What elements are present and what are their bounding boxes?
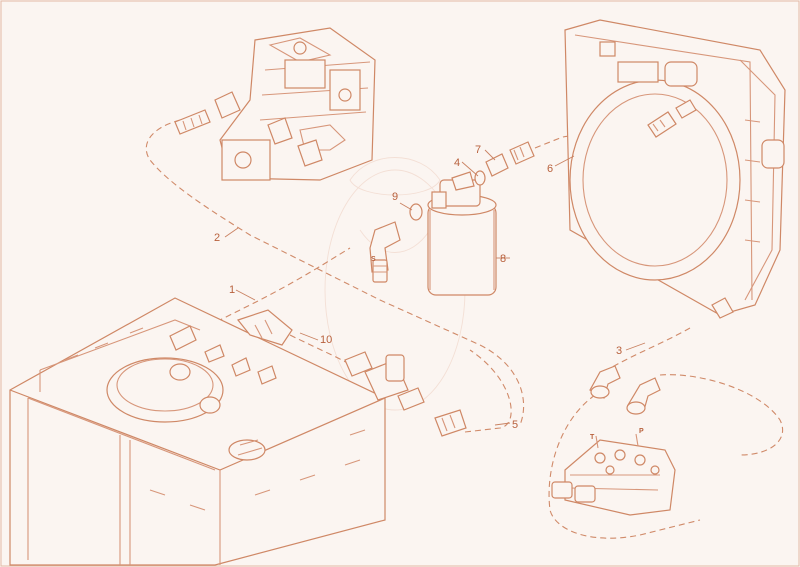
elbow-fitting bbox=[369, 221, 401, 283]
hose-end-fittings bbox=[236, 309, 293, 346]
leader-lines bbox=[224, 149, 646, 426]
callout-1: 1 bbox=[229, 284, 235, 296]
control-valve bbox=[551, 433, 676, 516]
return-filter bbox=[427, 171, 497, 296]
callout-3: 3 bbox=[616, 345, 622, 357]
tee-fitting bbox=[344, 351, 467, 437]
hose-10 bbox=[289, 334, 356, 369]
callout-2: 2 bbox=[214, 232, 220, 244]
callout-9: 9 bbox=[392, 191, 398, 203]
filter-adapter bbox=[485, 141, 535, 177]
port-labels: S T P bbox=[371, 256, 644, 441]
callout-5: 5 bbox=[512, 419, 518, 431]
oil-cooler-radiator bbox=[564, 19, 786, 319]
callout-4: 4 bbox=[454, 157, 460, 169]
port-label-t: T bbox=[590, 434, 595, 441]
port-label-s: S bbox=[371, 256, 376, 263]
callout-7: 7 bbox=[475, 144, 481, 156]
callout-10: 10 bbox=[320, 334, 332, 346]
callout-labels: 1 2 3 4 5 6 7 8 9 10 bbox=[214, 144, 622, 431]
hydraulic-tank bbox=[9, 297, 386, 566]
callout-8: 8 bbox=[500, 253, 506, 265]
hose-2 bbox=[145, 119, 525, 426]
hose-5 bbox=[464, 349, 512, 433]
port-label-p: P bbox=[639, 428, 644, 435]
valve-elbows bbox=[589, 365, 661, 415]
filter-seal-ring bbox=[409, 170, 486, 221]
hydraulic-pump bbox=[174, 27, 376, 181]
hose-1 bbox=[189, 247, 351, 336]
callout-6: 6 bbox=[547, 163, 553, 175]
